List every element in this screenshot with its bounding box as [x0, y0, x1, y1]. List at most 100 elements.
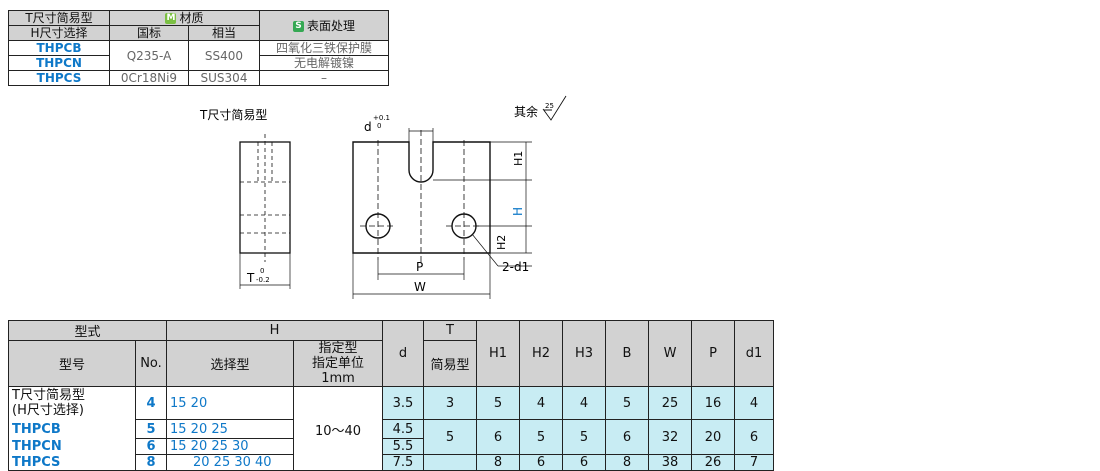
dim-holes-label: 2-d1 — [502, 260, 529, 274]
header-b: B — [605, 320, 649, 387]
row-w: 32 — [648, 419, 692, 455]
row-d1: 4 — [734, 386, 774, 420]
row-d: 5.5 — [382, 438, 424, 455]
dim-d-lower: 0 — [377, 122, 381, 130]
code-thpcs: THPCS — [8, 70, 110, 86]
header-h1: H1 — [476, 320, 520, 387]
dim-h2-label: H2 — [495, 235, 508, 250]
row-d1: 6 — [734, 419, 774, 455]
row-h2: 4 — [519, 386, 563, 420]
header-specified-line1: 指定型 — [318, 341, 358, 356]
roughness-symbol-icon — [542, 95, 567, 121]
header-w: W — [648, 320, 692, 387]
header-d: d — [382, 320, 424, 387]
header-p: P — [691, 320, 735, 387]
dim-h1-label: H1 — [512, 151, 525, 166]
row-p: 20 — [691, 419, 735, 455]
dim-t-lower: -0.2 — [256, 276, 270, 284]
roughness-value: 25 — [545, 102, 554, 110]
row-d1: 7 — [734, 454, 774, 471]
header-d1: d1 — [734, 320, 774, 387]
header-type: T尺寸简易型 — [8, 10, 110, 26]
surface-icon: S — [292, 20, 304, 32]
header-national: 国标 — [109, 25, 189, 41]
header-model: 型号 — [8, 340, 136, 387]
header-select: 选择型 — [166, 340, 294, 387]
header-t-simple: 简易型 — [423, 340, 477, 387]
row-h1: 6 — [476, 419, 520, 455]
header-material-label: 材质 — [179, 11, 204, 25]
header-h-select: H尺寸选择 — [8, 25, 110, 41]
row-h3: 6 — [562, 454, 606, 471]
row-p: 26 — [691, 454, 735, 471]
surface-treatment: – — [259, 70, 389, 86]
side-view — [239, 134, 291, 289]
row-select: 15 20 — [166, 386, 294, 420]
dim-d-upper: +0.1 — [373, 114, 390, 122]
dim-h-label: H — [511, 207, 525, 216]
row-d: 4.5 — [382, 419, 424, 439]
row-t: 5 — [423, 419, 477, 455]
header-t: T — [423, 320, 477, 341]
header-h3: H3 — [562, 320, 606, 387]
row-p: 16 — [691, 386, 735, 420]
header-specified: 指定型指定单位1mm — [293, 340, 383, 387]
technical-drawing: T尺寸简易型 其余 25 T 0 -0.2 — [199, 95, 567, 299]
row-b: 6 — [605, 419, 649, 455]
specified-cell — [293, 454, 383, 471]
code-thpcb: THPCB — [8, 419, 136, 439]
row-no: 5 — [135, 419, 167, 439]
header-no: No. — [135, 340, 167, 387]
specified-cell — [293, 386, 383, 420]
specified-range: 10～40 — [293, 419, 383, 439]
dim-d-label: d — [364, 120, 372, 134]
row-t: 3 — [423, 386, 477, 420]
row-w: 25 — [648, 386, 692, 420]
material-gb: 0Cr18Ni9 — [109, 70, 189, 86]
spec-table: 型式 H d T H1 H2 H3 B W P d1 型号 No. 选择型 指定… — [8, 320, 774, 471]
row-h1: 8 — [476, 454, 520, 471]
type-name-line2: (H尺寸选择) — [12, 403, 84, 419]
header-specified-line2: 指定单位1mm — [311, 356, 364, 386]
row-h2: 6 — [519, 454, 563, 471]
row-select: 15 20 25 — [166, 419, 294, 439]
code-thpcn: THPCN — [8, 438, 136, 455]
drawing-title: T尺寸简易型 — [199, 108, 267, 122]
row-no: 4 — [135, 386, 167, 420]
type-name-line1: T尺寸简易型 — [12, 388, 85, 404]
row-select: 15 20 25 30 — [166, 438, 294, 455]
row-d: 7.5 — [382, 454, 424, 471]
row-h2: 5 — [519, 419, 563, 455]
code-thpcs: THPCS — [8, 454, 136, 471]
header-h2: H2 — [519, 320, 563, 387]
row-select: 20 25 30 40 — [166, 454, 294, 471]
row-no: 6 — [135, 438, 167, 455]
code-thpcb: THPCB — [8, 40, 110, 56]
type-name-cell: T尺寸简易型(H尺寸选择) — [8, 386, 136, 420]
row-no: 8 — [135, 454, 167, 471]
material-equivalent: SS400 — [188, 40, 260, 71]
row-t-empty — [423, 454, 477, 471]
front-view — [352, 128, 532, 299]
dim-t-label: T — [246, 271, 255, 285]
specified-cell — [293, 438, 383, 455]
dim-p-label: P — [416, 260, 423, 274]
row-h1: 5 — [476, 386, 520, 420]
row-d: 3.5 — [382, 386, 424, 420]
row-b: 8 — [605, 454, 649, 471]
material-icon: M — [165, 13, 177, 24]
dim-w-label: W — [414, 280, 426, 294]
roughness-label: 其余 — [514, 104, 538, 119]
row-h3: 4 — [562, 386, 606, 420]
dim-t-upper: 0 — [260, 267, 264, 275]
material-equivalent: SUS304 — [188, 70, 260, 86]
header-h: H — [166, 320, 383, 341]
row-h3: 5 — [562, 419, 606, 455]
row-w: 38 — [648, 454, 692, 471]
row-b: 5 — [605, 386, 649, 420]
header-surface-label: 表面处理 — [306, 18, 355, 33]
header-model-type: 型式 — [8, 320, 167, 341]
